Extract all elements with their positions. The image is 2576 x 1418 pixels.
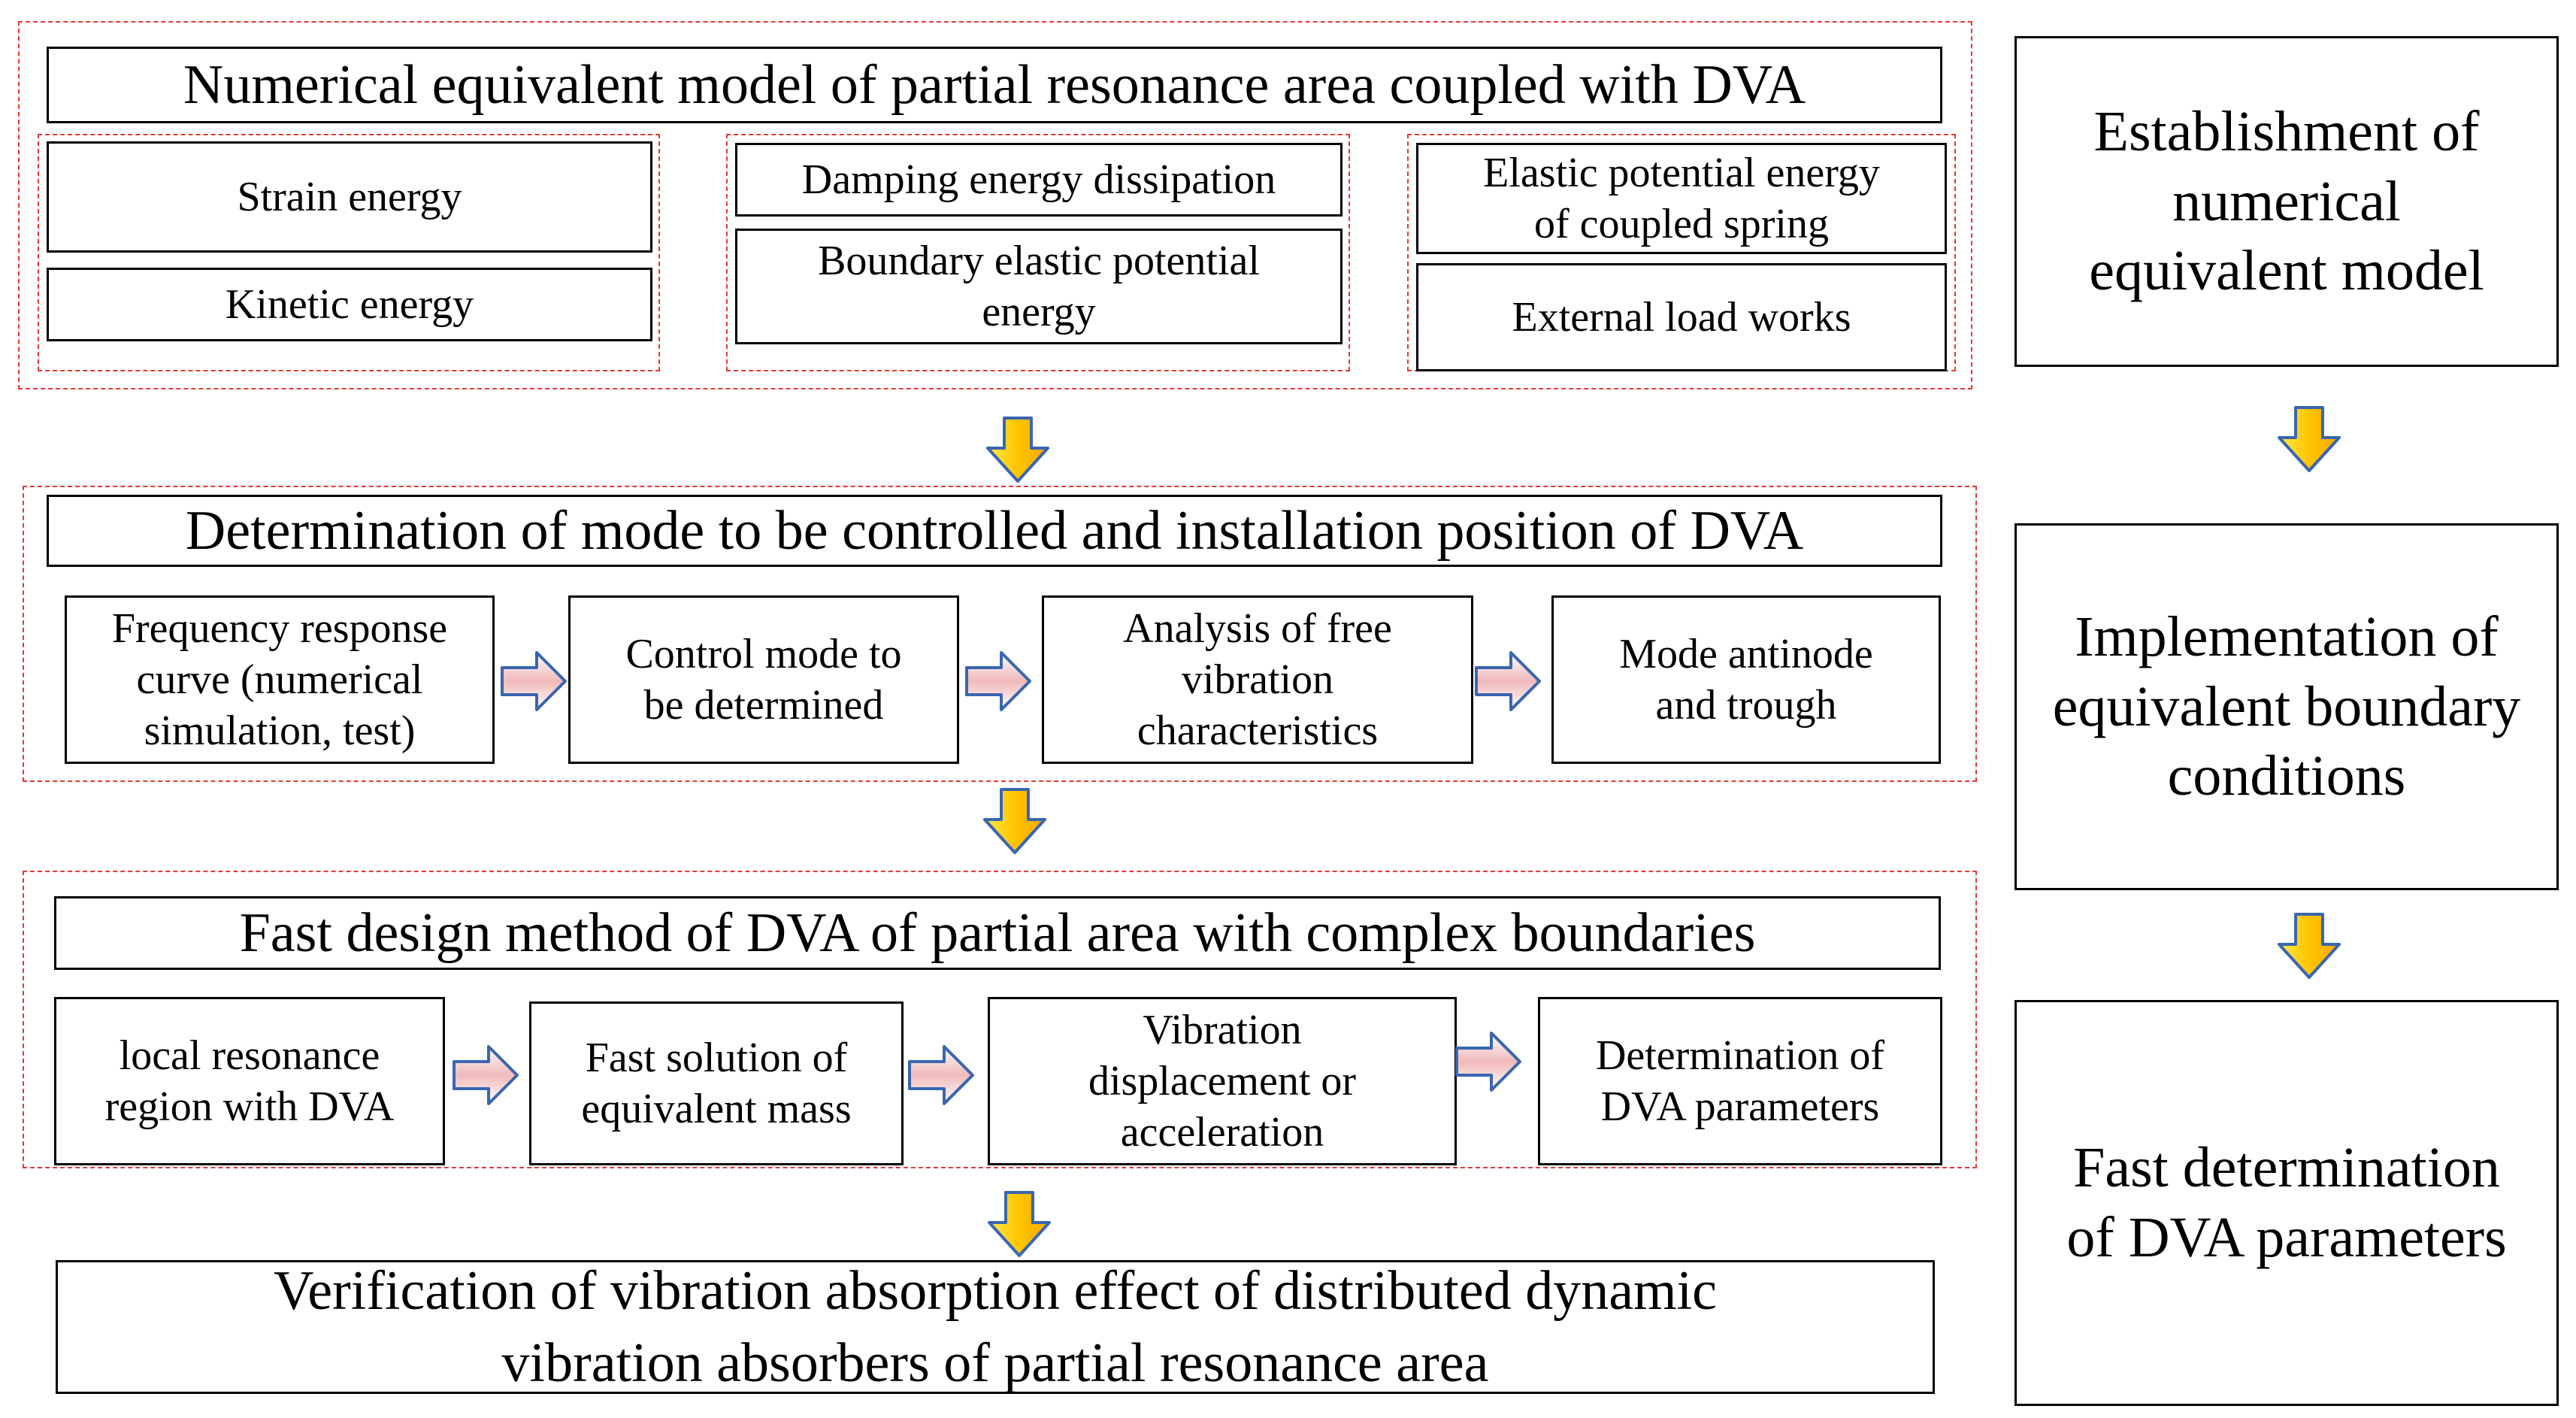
group-damping-boundary (726, 134, 1350, 371)
step-control-mode: Control mode to be determined (568, 595, 959, 764)
step-vibration-displacement: Vibration displacement or acceleration (988, 997, 1457, 1165)
right-implementation: Implementation of equivalent boundary co… (2014, 523, 2559, 890)
down-arrow-icon (988, 1191, 1051, 1257)
external-load-box: External load works (1416, 263, 1947, 371)
right-arrow-icon (1455, 1032, 1521, 1092)
right-establishment: Establishment of numerical equivalent mo… (2014, 36, 2559, 367)
panel2-title: Determination of mode to be controlled a… (47, 495, 1942, 567)
group-strain-kinetic (38, 134, 660, 371)
right-arrow-icon (965, 651, 1031, 711)
panel3-title: Fast design method of DVA of partial are… (54, 896, 1941, 970)
right-arrow-icon (908, 1045, 974, 1105)
verification-box: Verification of vibration absorption eff… (56, 1260, 1935, 1394)
boundary-elastic-box: Boundary elastic potential energy (735, 229, 1342, 344)
panel-mode-determination (23, 486, 1977, 782)
step-dva-parameters: Determination of DVA parameters (1538, 997, 1942, 1165)
down-arrow-icon (986, 417, 1049, 483)
step-mode-antinode: Mode antinode and trough (1551, 595, 1941, 764)
panel-numerical-model (18, 21, 1972, 389)
step-free-vibration: Analysis of free vibration characteristi… (1042, 595, 1473, 764)
panel1-title: Numerical equivalent model of partial re… (47, 47, 1942, 123)
right-arrow-icon (501, 651, 567, 711)
kinetic-energy-box: Kinetic energy (47, 268, 652, 341)
right-arrow-icon (453, 1045, 519, 1105)
step-equivalent-mass: Fast solution of equivalent mass (529, 1001, 904, 1165)
down-arrow-icon (983, 788, 1046, 854)
down-arrow-icon (2278, 913, 2341, 979)
right-fast-determination: Fast determination of DVA parameters (2014, 1000, 2559, 1406)
step-frequency-response: Frequency response curve (numerical simu… (65, 595, 495, 764)
coupled-spring-box: Elastic potential energy of coupled spri… (1416, 143, 1947, 254)
step-local-resonance: local resonance region with DVA (54, 997, 445, 1165)
strain-energy-box: Strain energy (47, 141, 652, 253)
damping-energy-box: Damping energy dissipation (735, 143, 1342, 217)
right-arrow-icon (1475, 651, 1541, 711)
panel-fast-design (23, 871, 1977, 1168)
down-arrow-icon (2278, 406, 2341, 472)
